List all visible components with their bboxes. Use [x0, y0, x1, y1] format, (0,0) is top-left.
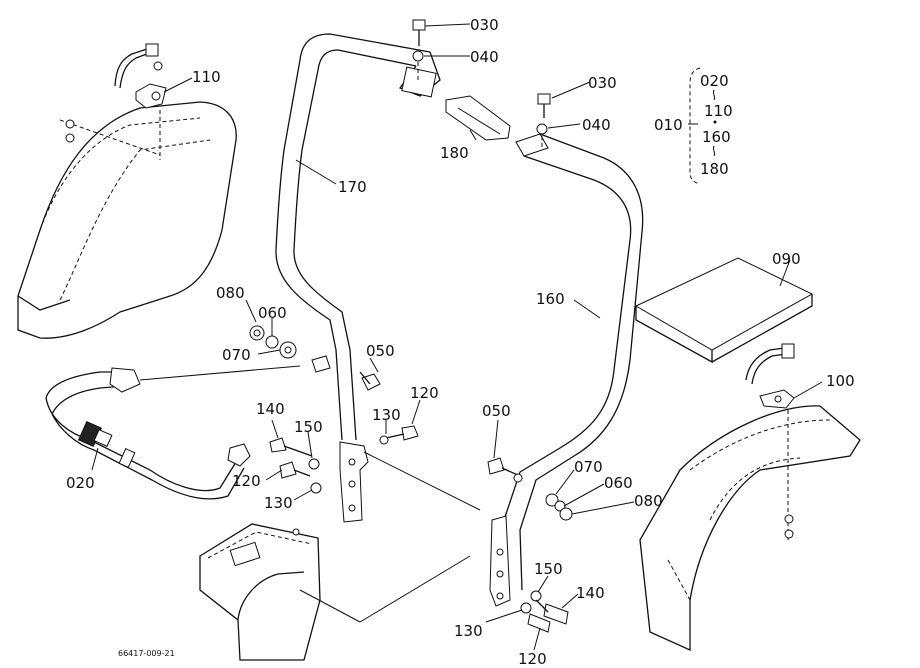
leader-lines: [91, 23, 823, 651]
callout-060-right: 060: [604, 474, 633, 492]
bolt-030-left: [412, 19, 426, 80]
callout-labels: 030 040 030 040 110 180 170 160 090 100 …: [66, 16, 855, 668]
hardware-right-group: [487, 457, 573, 633]
callout-150-right: 150: [534, 560, 563, 578]
assembly-child-110: 110: [704, 102, 733, 120]
assembly-bracket: [688, 67, 717, 185]
callout-080-left: 080: [216, 284, 245, 302]
callout-050-right: 050: [482, 402, 511, 420]
assembly-child-020: 020: [700, 72, 729, 90]
callout-140-right: 140: [576, 584, 605, 602]
callout-120-right: 120: [518, 650, 547, 668]
hardware-left-group: [249, 325, 481, 511]
callout-130-right: 130: [454, 622, 483, 640]
figure-id: 66417-009-21: [118, 649, 175, 658]
callout-180: 180: [440, 144, 469, 162]
mat-090: [634, 257, 814, 364]
assembly-parent-010: 010: [654, 116, 683, 134]
callout-080-right: 080: [634, 492, 663, 510]
callout-160: 160: [536, 290, 565, 308]
callout-150-left: 150: [294, 418, 323, 436]
bolt-030-right: [536, 93, 551, 148]
callout-040-right: 040: [582, 116, 611, 134]
callout-030-right: 030: [588, 74, 617, 92]
assembly-child-180: 180: [700, 160, 729, 178]
callout-070-right: 070: [574, 458, 603, 476]
connector-180: [445, 95, 511, 141]
callout-130-upper: 130: [372, 406, 401, 424]
tractor-body: [199, 523, 471, 661]
left-lamp-bracket: [65, 43, 167, 143]
callout-130-left: 130: [264, 494, 293, 512]
callout-030-left: 030: [470, 16, 499, 34]
right-fender: [639, 405, 861, 652]
callout-140-left: 140: [256, 400, 285, 418]
left-fender: [17, 101, 237, 339]
callout-120-upper: 120: [410, 384, 439, 402]
right-lamp-bracket: [745, 343, 795, 540]
rops-frame-170: [275, 33, 441, 523]
callout-120-left: 120: [232, 472, 261, 490]
callout-070-left: 070: [222, 346, 251, 364]
callout-020: 020: [66, 474, 95, 492]
assembly-child-160: 160: [702, 128, 731, 146]
rops-frame-160: [489, 133, 644, 607]
callout-100: 100: [826, 372, 855, 390]
callout-170: 170: [338, 178, 367, 196]
callout-060-left: 060: [258, 304, 287, 322]
callout-050-left: 050: [366, 342, 395, 360]
callout-040-left: 040: [470, 48, 499, 66]
seat-belt-020: [45, 365, 301, 500]
callout-090: 090: [772, 250, 801, 268]
assembly-group-labels: 010 020 110 160 180: [654, 72, 733, 178]
callout-110: 110: [192, 68, 221, 86]
